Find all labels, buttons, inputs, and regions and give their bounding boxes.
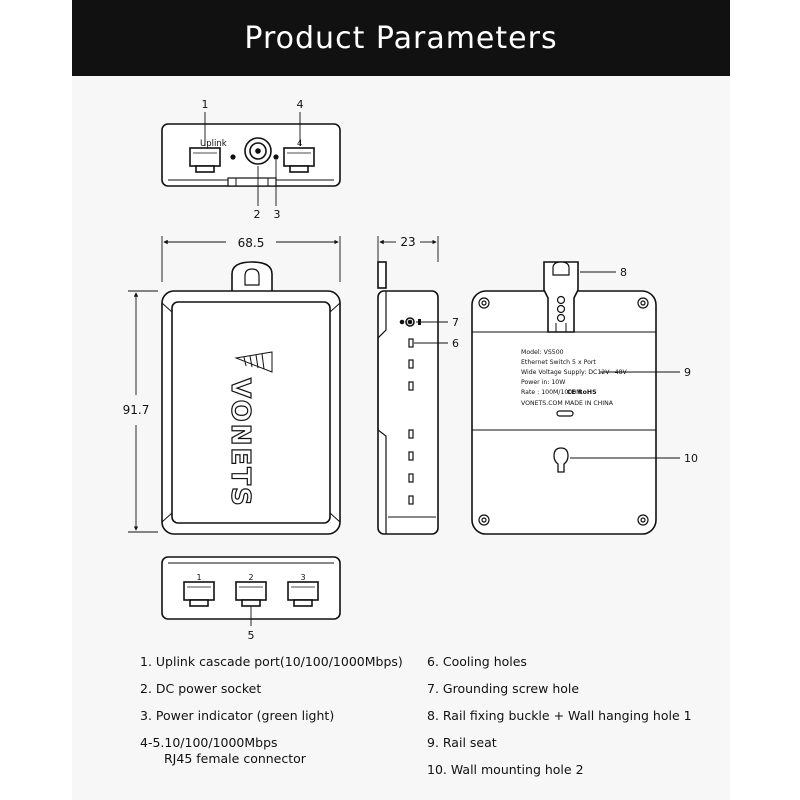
legend-item: 3. Power indicator (green light): [140, 708, 335, 723]
label-line: Wide Voltage Supply: DC12V~48V: [521, 369, 628, 376]
power-led-icon: [230, 154, 236, 160]
legend-item-line: RJ45 female connector: [164, 751, 306, 766]
callout-6: 6: [452, 337, 459, 350]
brand-logo: VONETS: [225, 378, 255, 508]
callout-4: 4: [297, 98, 304, 111]
callout-7: 7: [452, 316, 459, 329]
legend-item-line: 4-5.10/100/1000Mbps: [140, 735, 278, 750]
uplink-port-icon: [189, 147, 221, 173]
callout-2: 2: [254, 208, 261, 221]
callout-1: 1: [202, 98, 209, 111]
callout-9: 9: [684, 366, 691, 379]
keyhole-icon: [553, 447, 569, 473]
uplink-label: Uplink: [200, 139, 227, 149]
screw-icons: [478, 297, 649, 526]
side-view: [377, 236, 448, 535]
label-line: VONETS.COM MADE IN CHINA: [521, 400, 614, 407]
legend-item: 6. Cooling holes: [427, 654, 527, 669]
cert-marks: CE RoHS: [567, 389, 597, 396]
callout-3: 3: [274, 208, 281, 221]
callout-5: 5: [248, 629, 255, 642]
bottom-view: [161, 556, 341, 626]
legend-item: 9. Rail seat: [427, 735, 497, 750]
depth-dimension: 23: [400, 235, 415, 249]
callout-10: 10: [684, 452, 698, 465]
callout-8: 8: [620, 266, 627, 279]
legend-right: 6. Cooling holes 7. Grounding screw hole…: [427, 654, 727, 789]
back-label: Model: VS500 Ethernet Switch 5 x Port Wi…: [521, 349, 628, 407]
front-view-body: [161, 290, 341, 535]
height-dimension: 91.7: [123, 403, 150, 417]
cooling-holes-icon: [408, 338, 414, 505]
legend-item: 10. Wall mounting hole 2: [427, 762, 584, 777]
front-view: [128, 236, 341, 535]
port-4-icon: [283, 147, 315, 173]
side-view-body: [377, 290, 439, 535]
label-line: Ethernet Switch 5 x Port: [521, 359, 596, 366]
label-line: Model: VS500: [521, 349, 564, 356]
back-view: [471, 261, 680, 535]
top-view: [161, 112, 341, 206]
page-title: Product Parameters: [244, 20, 558, 56]
legend-item: 2. DC power socket: [140, 681, 262, 696]
port-1-label: 1: [196, 573, 201, 582]
width-dimension: 68.5: [238, 236, 265, 250]
port-4-label: 4: [297, 139, 302, 149]
legend-item: 4-5.10/100/1000Mbps RJ45 female connecto…: [140, 735, 410, 769]
led-dot-icon: [273, 154, 279, 160]
title-bar: Product Parameters: [72, 0, 730, 76]
legend-item: 8. Rail fixing buckle + Wall hanging hol…: [427, 708, 692, 723]
port-1-icon: [183, 581, 215, 607]
port-3-icon: [287, 581, 319, 607]
label-line: Rate : 100M/1000M: [521, 389, 582, 396]
label-line: Power in: 10W: [521, 379, 565, 386]
rail-clip-icon: [227, 177, 277, 187]
dc-socket-icon: [244, 137, 272, 165]
legend-left: 1. Uplink cascade port(10/100/1000Mbps) …: [140, 654, 410, 769]
legend-item: 1. Uplink cascade port(10/100/1000Mbps): [140, 654, 403, 669]
legend-item: 7. Grounding screw hole: [427, 681, 580, 696]
port-2-label: 2: [248, 573, 253, 582]
logo-wing-icon: [234, 351, 273, 373]
port-3-label: 3: [300, 573, 305, 582]
